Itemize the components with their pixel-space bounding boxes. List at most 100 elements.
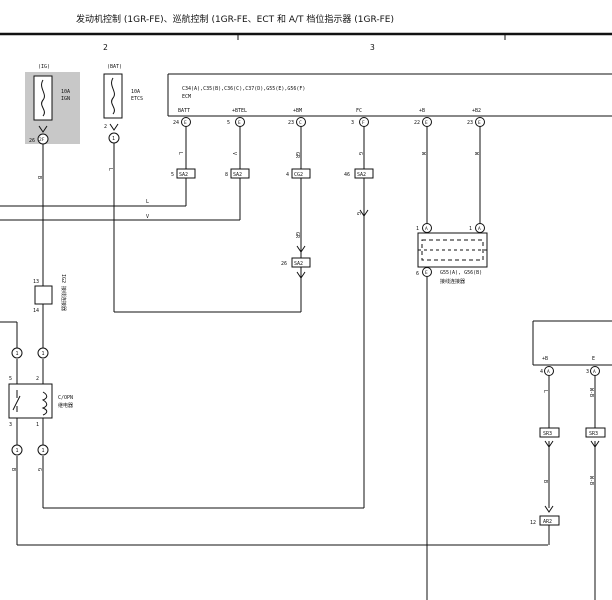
ecm-pin-label: +B2	[472, 108, 481, 114]
splice-sa2_3-id: SA2	[357, 172, 366, 178]
splice-sa2_2-num: 8	[225, 172, 228, 178]
right-wire-e-color: W-B	[588, 388, 594, 397]
ig2-top-pin: 13	[33, 279, 39, 285]
relay-pin-br: 1	[36, 422, 39, 428]
ecm-pin-label: +BM	[293, 108, 302, 114]
connector-c2-label: 1	[42, 351, 45, 357]
connector-c1-label: 1	[16, 351, 19, 357]
ecm-pin-num: 23	[288, 120, 294, 126]
fuse-bat-body	[103, 73, 123, 119]
right-splice-1-label: SR3	[543, 431, 552, 437]
fuse-ig-rating: 10A	[61, 89, 70, 95]
right-arrow-3-icon	[544, 505, 554, 513]
ecm-connectors: C34(A),C35(B),C36(C),C37(D),G55(E),G56(F…	[182, 86, 305, 92]
junction-pin-a2-id: A	[478, 226, 481, 232]
connector-c2	[37, 347, 49, 359]
wire-batt-color: L	[177, 152, 183, 155]
relay-pin-tl: 5	[9, 376, 12, 382]
splice-sa2_4-id: SA2	[294, 261, 303, 267]
right-wire-b-color: L	[542, 390, 548, 393]
splice-cg2	[291, 168, 311, 179]
fuse-bat-rating: 10A	[131, 89, 140, 95]
junction-pin-a2-num: 1	[469, 226, 472, 232]
fuse-bat-arrow-icon	[109, 123, 119, 131]
ecm-pin-id: C	[299, 120, 302, 126]
wire-arrow-icon	[359, 209, 369, 217]
junction-pin-bottom	[422, 267, 432, 277]
fuse-ig-source: (IG)	[38, 64, 50, 70]
section-left-label: 2	[103, 43, 108, 52]
ecm-name: ECM	[182, 94, 191, 100]
right-pin-b-num: 4	[540, 369, 543, 375]
right-ar2-label: AR2	[543, 519, 552, 525]
fuse-ig-pin: 26	[29, 138, 35, 144]
right-component: +B E 4 A 3 A L W-B SR3 SR3 B W-B 12 AR2	[530, 320, 612, 600]
wire-batt-color-h: L	[146, 199, 149, 205]
relay-coil-icon	[41, 391, 48, 416]
relay-name-1: C/OPN	[58, 395, 73, 401]
relay-copn: 5 2 3 1 C/OPN 继电器	[8, 359, 73, 445]
ecm-pin-num: 23	[467, 120, 473, 126]
relay-switch-icon	[12, 395, 21, 411]
junction-block: 1 A 1 A 6 E G55(A), G56(B) 接线连接器	[416, 223, 488, 600]
wire-arrow-icon	[296, 271, 306, 279]
right-splice-1	[539, 427, 560, 438]
connector-c4-label: 1	[42, 448, 45, 454]
junction-pin-bottom-num: 6	[416, 271, 419, 277]
wire-fc-color: G	[357, 152, 363, 155]
right-wire-down-color: B	[542, 480, 548, 483]
splice-sa2_3	[354, 168, 374, 179]
right-pin-e	[590, 366, 600, 376]
splice-sa2_1-num: 5	[171, 172, 174, 178]
ecm-pin-label: +BTEL	[232, 108, 247, 114]
splice-sa2_4-num: 26	[281, 261, 287, 267]
fuse-bat-element-icon	[111, 77, 115, 115]
ig2-connector: 13 14 IG2 接线连接器	[33, 274, 67, 314]
relay-body	[8, 383, 53, 419]
fuse-ig-element-icon	[41, 79, 45, 117]
fuse-bat-source: (BAT)	[107, 64, 122, 70]
connector-c3-label: 1	[16, 448, 19, 454]
junction-label-1: G55(A), G56(B)	[440, 270, 482, 276]
ecm-pin-num: 22	[414, 120, 420, 126]
fuse-ig-conn-label: 2F	[39, 137, 45, 143]
wire-bm-color-2: GR	[294, 232, 300, 239]
wire-arrow-icon	[296, 245, 306, 253]
section-right-label: 3	[370, 43, 375, 52]
splice-cg2-id: CG2	[294, 172, 303, 178]
fuse-bat-conn-label: 1	[112, 136, 115, 142]
junction-label-2: 接线连接器	[440, 278, 465, 285]
right-pin-b-label: +B	[542, 356, 548, 362]
splice-sa2_1-id: SA2	[179, 172, 188, 178]
splice-cg2-num: 4	[286, 172, 289, 178]
fuse-bat: (BAT) 10A ETCS 2 1	[103, 64, 143, 144]
junction-body	[417, 232, 488, 268]
diagram-title: 发动机控制 (1GR-FE)、巡航控制 (1GR-FE、ECT 和 A/T 档位…	[76, 13, 394, 25]
wire-b2-color: W	[473, 152, 479, 156]
ecm-pin-num: 3	[351, 120, 354, 126]
ecm-pin-id: E	[425, 120, 428, 126]
fuse-bat-name: ETCS	[131, 96, 143, 102]
ecm-pin-id: E	[238, 120, 241, 126]
fuse-ig-body	[33, 75, 53, 121]
relay-pin-tr: 2	[36, 376, 39, 382]
right-ar2-num: 12	[530, 520, 536, 526]
junction-pin-a1-num: 1	[416, 226, 419, 232]
right-pin-b-id: A	[547, 369, 550, 375]
fuse-ig-name: IGN	[61, 96, 70, 102]
right-splice-2-label: SR3	[589, 431, 598, 437]
ecm-pin-num: 5	[227, 120, 230, 126]
splice-sa2_2-id: SA2	[233, 172, 242, 178]
ecm-pin-id: F	[362, 120, 365, 126]
wire-ig-color: B	[36, 176, 42, 179]
wire-bm-color: GR	[294, 152, 300, 159]
right-splice-2	[585, 427, 606, 438]
splice-sa2_3-num: 46	[344, 172, 350, 178]
ig2-bottom-pin: 14	[33, 308, 39, 314]
ecm-pin-num: 24	[173, 120, 179, 126]
wire-fc-color-2: G	[355, 212, 361, 215]
splice-sa2_1	[176, 168, 196, 179]
ig2-label: IG2 接线连接器	[60, 274, 67, 311]
